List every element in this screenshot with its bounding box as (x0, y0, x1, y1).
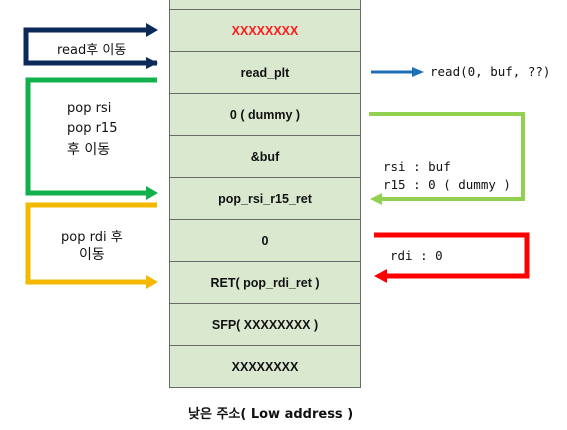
green-arrowhead (146, 186, 158, 200)
yellow-bracket-arrow (25, 202, 157, 285)
note-pop-rsi: pop rsi (67, 101, 112, 116)
stack-cell-sfp: SFP( XXXXXXXX ) (169, 303, 361, 346)
stack-cell-bottom: XXXXXXXX (169, 345, 361, 388)
note-rsi-buf: rsi : buf (383, 159, 451, 174)
yellow-arrowhead (146, 275, 158, 289)
note-pop-r15: pop r15 (67, 121, 118, 136)
green-bracket-arrow (25, 77, 157, 196)
navy-arrowhead-lower (146, 57, 158, 69)
blue-arrowhead (412, 67, 424, 77)
note-r15-dummy: r15 : 0 ( dummy ) (383, 177, 511, 192)
note-rdi-zero: rdi : 0 (390, 248, 443, 263)
note-read-move: read후 이동 (57, 43, 127, 58)
note-after-move-1: 후 이동 (67, 142, 111, 158)
note-read-call: read(0, buf, ??) (430, 64, 551, 79)
note-after-move-2: 이동 (79, 247, 105, 263)
navy-bracket-arrow (23, 27, 157, 66)
red-arrowhead (374, 269, 387, 283)
note-pop-rdi: pop rdi 후 (61, 230, 123, 245)
stack-cell-garbage-red: XXXXXXXX (169, 9, 361, 52)
navy-arrowhead (146, 23, 158, 37)
red-bracket-arrow (374, 232, 530, 279)
caption-low-address: 낮은 주소( Low address ) (188, 407, 354, 422)
stack-cell-buf: &buf (169, 135, 361, 178)
lightgreen-arrowhead (370, 193, 382, 205)
stack-cell-dummy: 0 ( dummy ) (169, 93, 361, 136)
stack-cell-pop-rsi-r15-ret: pop_rsi_r15_ret (169, 177, 361, 220)
stack-cell-zero: 0 (169, 219, 361, 262)
lightgreen-bracket-arrow (369, 112, 525, 201)
stack-cell-read-plt: read_plt (169, 51, 361, 94)
stack-cell-ret: RET( pop_rdi_ret ) (169, 261, 361, 304)
